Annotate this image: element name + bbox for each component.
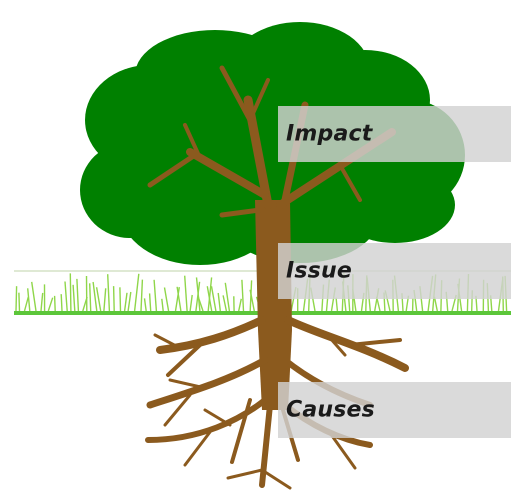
impact-label: Impact [286,121,373,147]
issue-label: Issue [286,258,352,284]
causes-band: Causes [278,382,511,438]
causes-label: Causes [286,397,375,423]
issue-band: Issue [278,243,511,299]
impact-band: Impact [278,106,511,162]
